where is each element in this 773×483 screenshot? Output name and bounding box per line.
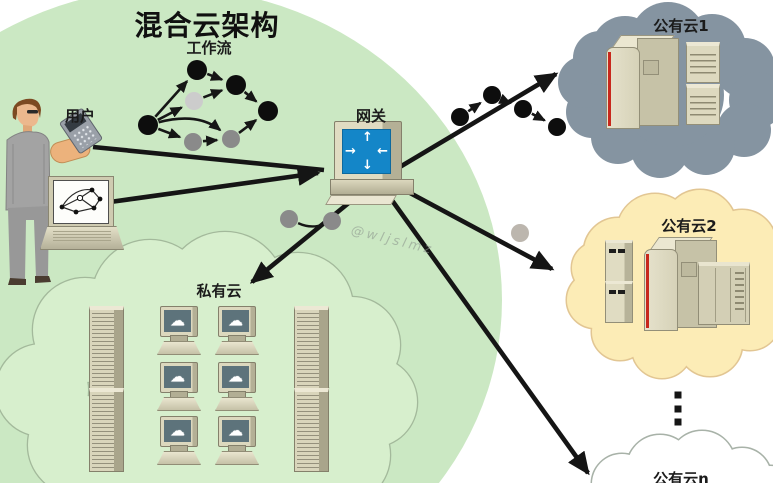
desktop-keyboard	[157, 451, 201, 465]
diagram-title: 混合云架构	[134, 9, 280, 42]
gateway-monitor: ↑ ↓ → ←	[334, 121, 402, 181]
desktop-keyboard	[215, 397, 259, 411]
desktop-monitor: ☁	[218, 306, 256, 337]
mainframe-front	[606, 47, 640, 129]
mainframe-front	[644, 249, 678, 331]
desktop-screen: ☁	[164, 366, 191, 388]
mainframe-side	[637, 38, 679, 126]
router-arrow-down-icon: ↓	[362, 158, 373, 173]
user-person-figure	[0, 92, 66, 292]
server-rack-unit	[698, 262, 750, 325]
cloud-icon: ☁	[170, 367, 185, 386]
desktop-base	[228, 391, 246, 398]
laptop-screen	[53, 180, 109, 224]
desktop-screen: ☁	[164, 420, 191, 442]
network-graph-icon	[59, 187, 103, 215]
desktop-screen: ☁	[222, 366, 249, 388]
laptop-screen-frame	[48, 176, 114, 228]
cloud-icon: ☁	[170, 421, 185, 440]
desktop-base	[170, 335, 188, 342]
gateway-computer: ↑ ↓ → ←	[325, 118, 414, 205]
desktop-computer: ☁	[215, 362, 259, 414]
tower-server	[605, 240, 633, 282]
desktop-computer: ☁	[215, 306, 259, 358]
user-label: 用户	[64, 107, 96, 125]
storage-unit	[686, 84, 720, 125]
gateway-label: 网关	[355, 107, 387, 125]
rack-server	[294, 306, 329, 390]
tower-server	[605, 281, 633, 323]
gateway-system-unit	[330, 179, 414, 195]
desktop-keyboard	[215, 341, 259, 355]
laptop	[40, 176, 124, 250]
router-arrow-left-icon: ←	[377, 144, 388, 159]
mainframe-vent	[643, 60, 659, 75]
person-illustration	[5, 98, 51, 285]
desktop-computer: ☁	[157, 306, 201, 358]
rack-server	[89, 388, 124, 472]
cloud-icon: ☁	[228, 311, 243, 330]
router-arrow-right-icon: →	[345, 144, 356, 159]
mainframe-vent	[681, 262, 697, 277]
desktop-keyboard	[215, 451, 259, 465]
desktop-screen: ☁	[222, 420, 249, 442]
desktop-screen: ☁	[222, 310, 249, 332]
desktop-monitor: ☁	[160, 362, 198, 393]
desktop-monitor: ☁	[160, 416, 198, 447]
laptop-keyboard	[40, 226, 124, 250]
gateway-keyboard	[325, 195, 397, 205]
router-arrow-up-icon: ↑	[362, 130, 373, 145]
rack-server	[89, 306, 124, 390]
desktop-computer: ☁	[157, 362, 201, 414]
desktop-monitor: ☁	[218, 362, 256, 393]
desktop-base	[170, 445, 188, 452]
cloud-icon: ☁	[170, 311, 185, 330]
desktop-keyboard	[157, 341, 201, 355]
public-cloud-1-label: 公有云1	[653, 17, 709, 35]
workflow-label: 工作流	[186, 39, 232, 57]
desktop-keyboard	[157, 397, 201, 411]
desktop-screen: ☁	[164, 310, 191, 332]
cloud-icon: ☁	[228, 367, 243, 386]
desktop-computer: ☁	[157, 416, 201, 468]
public-cloud-n-label: 公有云n	[653, 470, 709, 483]
desktop-monitor: ☁	[160, 306, 198, 337]
rack-server	[294, 388, 329, 472]
public-cloud-2-label: 公有云2	[661, 217, 717, 235]
desktop-base	[170, 391, 188, 398]
private-cloud-label: 私有云	[196, 282, 242, 300]
cloud-icon: ☁	[228, 421, 243, 440]
desktop-computer: ☁	[215, 416, 259, 468]
desktop-base	[228, 445, 246, 452]
desktop-monitor: ☁	[218, 416, 256, 447]
public-cloud-n-shape	[590, 429, 773, 483]
storage-unit	[686, 42, 720, 83]
desktop-base	[228, 335, 246, 342]
router-screen-icon: ↑ ↓ → ←	[342, 129, 391, 174]
mainframe-server	[606, 34, 680, 129]
